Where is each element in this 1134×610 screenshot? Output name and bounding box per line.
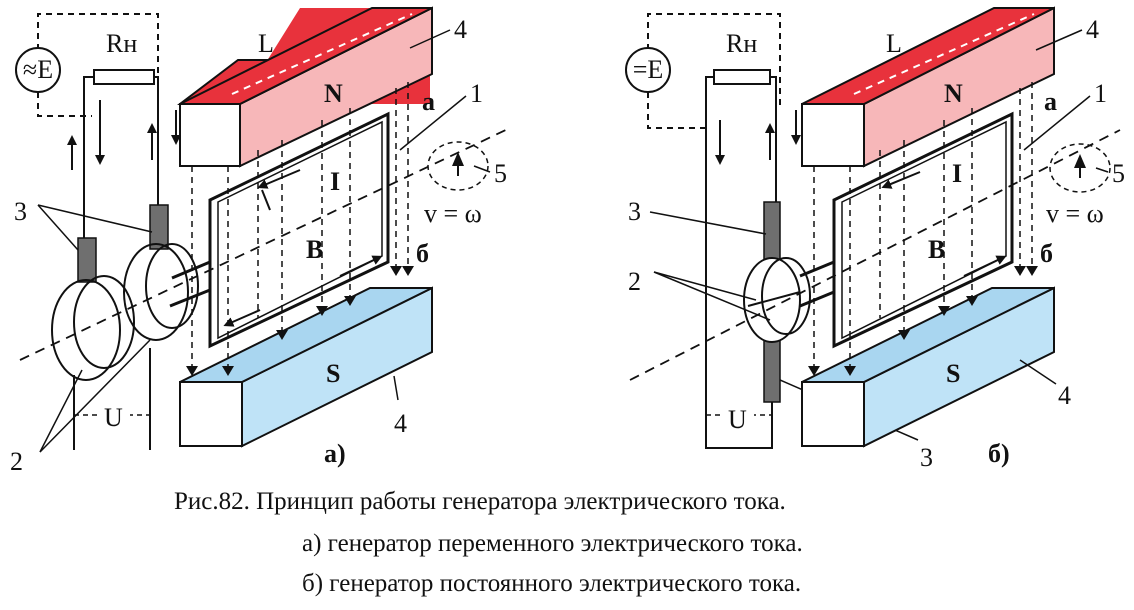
- north-magnet-end-b: [801, 103, 865, 167]
- north-label-b: N: [944, 79, 963, 108]
- dashed-circuit-a: [37, 13, 159, 110]
- rotation-circle-a: [427, 141, 489, 191]
- south-magnet-end-b: [801, 381, 865, 447]
- resistor-b: [713, 69, 771, 85]
- panel-label-a: а): [324, 439, 346, 468]
- field-label-b: B: [928, 235, 945, 264]
- num-3-bottom-b: 3: [920, 443, 933, 472]
- rotation-axis-b: [629, 129, 1121, 381]
- ac-source-a: [15, 47, 61, 93]
- rotation-circle-b: [1049, 143, 1111, 193]
- coil-frame-b: [832, 111, 1014, 349]
- num-3-a: 3: [14, 197, 27, 226]
- generator-diagram: ≈E Rн U 3 2: [10, 6, 1125, 476]
- source-label-b: =E: [633, 55, 664, 84]
- point-a-label-a: а: [422, 87, 435, 116]
- num-1-a: 1: [470, 79, 483, 108]
- point-a-label-b: а: [1044, 87, 1057, 116]
- brush-b-top: [763, 201, 781, 263]
- brush-a2: [149, 204, 169, 250]
- num-5-a: 5: [494, 159, 507, 188]
- num-1-b: 1: [1094, 79, 1107, 108]
- num-2-b: 2: [628, 267, 641, 296]
- dashed-circuit-b: [647, 13, 781, 110]
- south-label-b: S: [946, 359, 960, 388]
- num-2-a: 2: [10, 447, 23, 476]
- figure-caption-b: б) генератор постоянного электрического …: [302, 570, 802, 597]
- field-label-a: B: [306, 235, 323, 264]
- figure-caption-a: а) генератор переменного электрического …: [302, 530, 803, 557]
- current-label-b: I: [952, 159, 962, 188]
- panel-label-b: б): [988, 439, 1010, 468]
- num-4-top-a: 4: [454, 15, 467, 44]
- voltage-label-a: U: [104, 403, 123, 432]
- num-4-bottom-b: 4: [1058, 381, 1071, 410]
- current-label-a: I: [330, 167, 340, 196]
- south-magnet-end-a: [179, 381, 243, 447]
- slip-ring-a1: [51, 279, 121, 381]
- point-b-label-b: б: [1040, 239, 1053, 268]
- length-label-a: L: [258, 29, 274, 58]
- dc-source-b: [625, 47, 671, 93]
- resistor-a: [93, 69, 155, 85]
- coil-frame-a: [208, 111, 390, 349]
- figure-caption-title: Рис.82. Принцип работы генератора электр…: [174, 488, 786, 515]
- speed-label-b: v = ω: [1046, 199, 1104, 228]
- brush-b-bottom: [763, 339, 781, 403]
- length-label-b: L: [886, 29, 902, 58]
- slip-ring-a2: [123, 243, 189, 341]
- panel-b: =E Rн U 3 2 3 N L 4: [625, 6, 1125, 472]
- num-5-b: 5: [1112, 159, 1125, 188]
- voltage-label-b: U: [728, 405, 747, 434]
- south-label-a: S: [326, 359, 340, 388]
- speed-label-a: v = ω: [424, 199, 482, 228]
- north-magnet-end-a: [179, 103, 241, 167]
- resistor-label-a: Rн: [106, 29, 137, 58]
- source-label-a: ≈E: [23, 55, 53, 84]
- north-label-a: N: [324, 79, 343, 108]
- num-4-bottom-a: 4: [394, 409, 407, 438]
- point-b-label-a: б: [416, 239, 429, 268]
- num-3-top-b: 3: [628, 197, 641, 226]
- brush-a1: [77, 237, 97, 283]
- num-4-top-b: 4: [1086, 15, 1099, 44]
- panel-a: ≈E Rн U 3 2: [10, 6, 511, 476]
- resistor-label-b: Rн: [726, 29, 757, 58]
